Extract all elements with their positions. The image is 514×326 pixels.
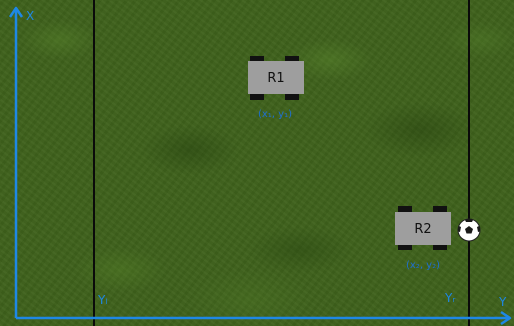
robot-label: R1 [267,71,284,86]
x-axis-label: X [26,9,34,23]
robot-label: R2 [414,222,431,237]
wheel [285,56,299,62]
robot-coordinates: (x₁, y₁) [258,109,292,120]
wheel [398,206,412,212]
wheel [285,94,299,100]
robot-coordinates: (x₂, y₂) [406,260,440,271]
wheel [398,244,412,250]
y-right-label: Yᵣ [444,291,456,305]
wheel [250,56,264,62]
y-left-label: Yₗ [97,293,107,307]
robot-r2: R2 (x₂, y₂) [395,206,451,271]
y-axis: Y [16,295,512,326]
x-axis: X [8,6,34,318]
soccer-ball-icon [457,218,481,242]
wheel [433,206,447,212]
robot-body [248,61,304,94]
wheel [250,94,264,100]
robot-body [395,212,451,245]
wheel [433,244,447,250]
robot-r1: R1 (x₁, y₁) [248,56,304,120]
y-axis-label: Y [498,295,507,309]
